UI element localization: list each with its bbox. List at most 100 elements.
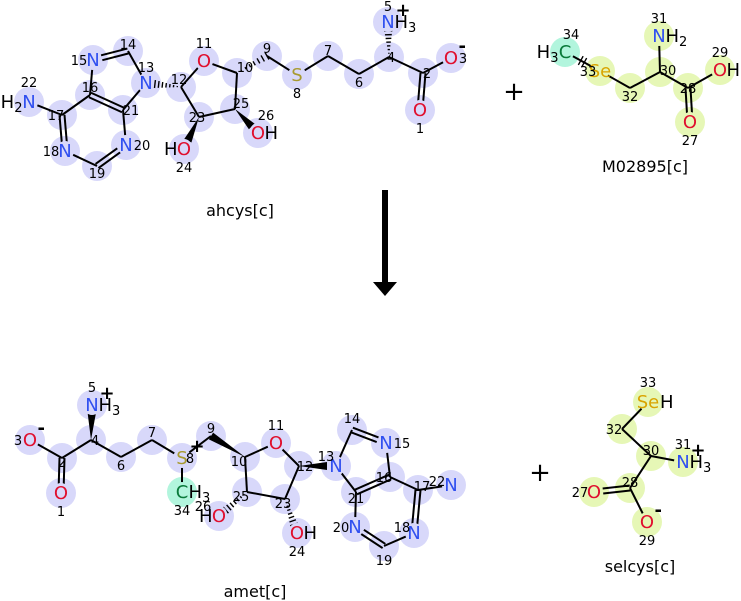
atom-symbol: N — [139, 73, 152, 94]
atom-index: 28 — [680, 82, 697, 97]
atom-28: 28 — [622, 476, 639, 491]
atom-index: 7 — [324, 44, 332, 59]
single-bond — [122, 109, 127, 137]
single-bond — [354, 491, 357, 519]
single-bond — [422, 61, 444, 74]
hydrogen-label: H3 — [395, 12, 417, 36]
single-bond — [658, 44, 661, 73]
single-bond — [61, 439, 92, 459]
single-bond — [340, 472, 357, 493]
atom-symbol: N — [444, 475, 457, 496]
atom-index: 3 — [14, 434, 22, 449]
atom-index: 13 — [318, 450, 335, 465]
atom-index: 22 — [429, 475, 446, 490]
atom-index: 16 — [82, 81, 99, 96]
atom-2: 2 — [423, 67, 431, 82]
single-bond — [122, 89, 141, 111]
atom-symbol: O — [587, 482, 601, 503]
atom-index: 33 — [580, 65, 597, 80]
double-bond — [603, 489, 631, 495]
atom-10: 10 — [231, 455, 248, 470]
plus-sign: + — [529, 458, 551, 488]
atom-10: 10 — [237, 61, 254, 76]
atom-index: 11 — [196, 37, 213, 52]
atom-index: 24 — [176, 161, 193, 176]
single-bond — [188, 435, 212, 454]
atom-index: 8 — [186, 452, 194, 467]
atom-25: 25 — [233, 490, 250, 505]
atom-index: 19 — [89, 167, 106, 182]
charge-label: + — [691, 440, 706, 461]
single-bond — [386, 451, 391, 478]
hydrogen-label: H — [304, 523, 318, 544]
atom-index: 10 — [231, 455, 248, 470]
atom-symbol: N — [379, 433, 392, 454]
double-bond — [350, 431, 378, 444]
single-bond — [659, 71, 689, 89]
single-bond — [338, 429, 353, 459]
atom-index: 4 — [387, 51, 395, 66]
atom-index: 11 — [268, 419, 285, 434]
single-bond — [304, 55, 329, 72]
wedge-bond — [87, 413, 96, 440]
atom-12: 12 — [171, 73, 188, 88]
atom-12: 12 — [297, 460, 314, 475]
double-bond — [63, 114, 68, 142]
atom-index: 16 — [376, 471, 393, 486]
atom-index: 14 — [344, 412, 361, 427]
double-bond — [411, 489, 417, 524]
atom-symbol: C — [559, 42, 572, 63]
atom-index: 12 — [297, 460, 314, 475]
hydrogen-label: H — [660, 392, 674, 413]
atom-index: 13 — [138, 61, 155, 76]
atom-index: 21 — [348, 492, 365, 507]
single-bond — [37, 443, 63, 459]
charge-label: + — [190, 436, 205, 457]
single-bond — [629, 487, 644, 515]
atom-index: 34 — [563, 28, 580, 43]
atom-7: 7 — [148, 426, 156, 441]
single-bond — [327, 55, 360, 75]
atom-index: 31 — [651, 12, 668, 27]
atom-symbol: O — [290, 523, 304, 544]
atom-index: 10 — [237, 61, 254, 76]
atom-symbol: N — [407, 523, 420, 544]
charge-label: + — [396, 0, 411, 21]
atom-3: O-3 — [14, 418, 45, 451]
atom-25: 25 — [233, 97, 250, 112]
atom-index: 6 — [117, 459, 125, 474]
atom-index: 30 — [643, 444, 660, 459]
atom-14: 14 — [120, 38, 137, 53]
atom-28: 28 — [680, 82, 697, 97]
atom-index: 20 — [333, 521, 350, 536]
atom-30: 30 — [660, 64, 677, 79]
single-bond — [621, 407, 643, 430]
atom-index: 23 — [275, 497, 292, 512]
atom-index: 6 — [355, 76, 363, 91]
atom-symbol: O — [640, 512, 654, 533]
single-bond — [244, 445, 269, 458]
single-bond — [37, 104, 63, 116]
single-bond — [281, 448, 300, 467]
atom-symbol: S — [291, 65, 302, 86]
atom-index: 25 — [233, 490, 250, 505]
molecule-name: selcys[c] — [605, 557, 676, 576]
molecule-name: amet[c] — [224, 582, 287, 601]
atom-index: 1 — [416, 122, 424, 137]
hydrogen-label: H3 — [189, 482, 211, 506]
double-bond — [97, 151, 121, 169]
atom-15: N15 — [71, 50, 101, 71]
atom-4: 4 — [387, 51, 395, 66]
atom-index: 21 — [123, 104, 140, 119]
atom-19: 19 — [89, 167, 106, 182]
single-bond — [417, 485, 443, 491]
